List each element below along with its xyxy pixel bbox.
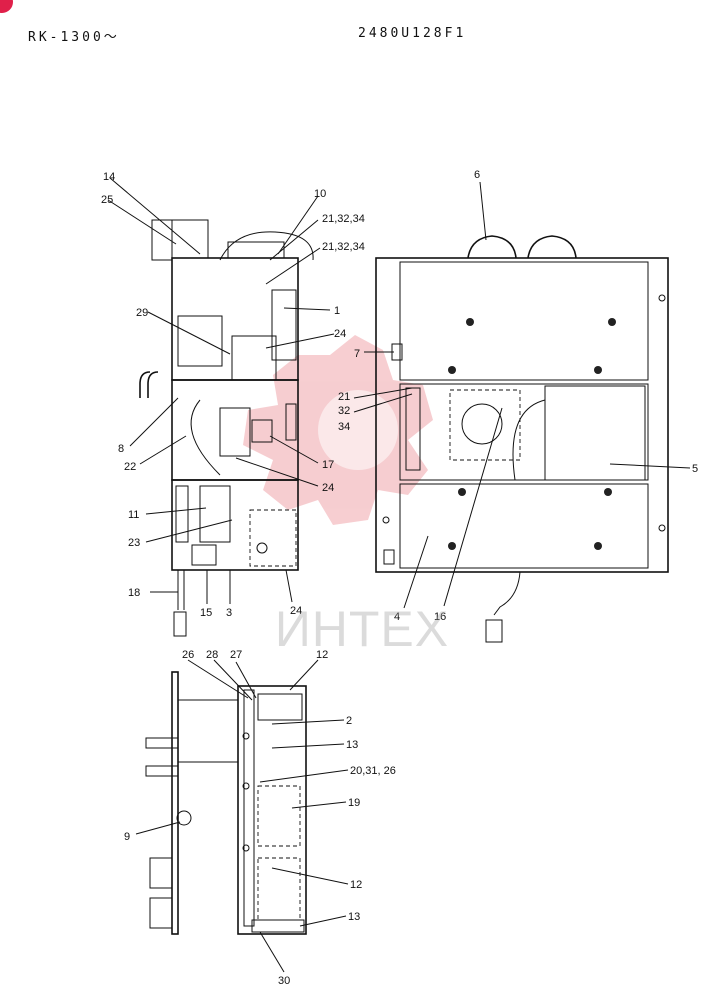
top-view: [145, 671, 307, 935]
callout-24-upper: 24: [334, 328, 346, 340]
callout-4: 4: [394, 611, 400, 623]
callout-3: 3: [226, 607, 232, 619]
callout-21-32-34-upper: 21,32,34: [322, 213, 365, 225]
callout-19: 19: [348, 797, 360, 809]
callout-24-middle: 24: [322, 482, 334, 494]
callout-21: 21: [338, 391, 350, 403]
callout-1: 1: [334, 305, 340, 317]
callout-29: 29: [136, 307, 148, 319]
callout-34: 34: [338, 421, 350, 433]
callout-26: 26: [182, 649, 194, 661]
callout-21-32-34-lower: 21,32,34: [322, 241, 365, 253]
callout-25: 25: [101, 194, 113, 206]
callout-27: 27: [230, 649, 242, 661]
callout-18: 18: [128, 587, 140, 599]
callout-14: 14: [103, 171, 115, 183]
callout-32: 32: [338, 405, 350, 417]
watermark-text: ИНТЕХ: [274, 601, 450, 657]
callout-11: 11: [128, 509, 139, 521]
callout-9: 9: [124, 831, 130, 843]
callout-15: 15: [200, 607, 212, 619]
callout-24-lower: 24: [290, 605, 302, 617]
front-view: [375, 235, 669, 643]
callout-20-31-26: 20,31, 26: [350, 765, 396, 777]
callout-16: 16: [434, 611, 446, 623]
left-side-view: [139, 219, 314, 637]
callout-10: 10: [314, 188, 326, 200]
leader-lines: [107, 177, 691, 973]
callout-5: 5: [692, 463, 698, 475]
callout-13-lower: 13: [348, 911, 360, 923]
callout-30: 30: [278, 975, 290, 987]
callout-8: 8: [118, 443, 124, 455]
corner-badge: [0, 0, 13, 13]
document-number: 2480U128F1: [358, 26, 467, 41]
callout-12-upper: 12: [316, 649, 328, 661]
watermark-logo: [243, 335, 433, 525]
callout-6: 6: [474, 169, 480, 181]
callout-labels: 14 25 10 21,32,34 21,32,34 1 29 24 8 22 …: [101, 169, 698, 987]
callout-22: 22: [124, 461, 136, 473]
model-label: RK-1300～: [28, 30, 120, 45]
callout-23: 23: [128, 537, 140, 549]
callout-28: 28: [206, 649, 218, 661]
callout-7: 7: [354, 348, 360, 360]
callout-12-lower: 12: [350, 879, 362, 891]
callout-17: 17: [322, 459, 334, 471]
callout-2: 2: [346, 715, 352, 727]
callout-13-upper: 13: [346, 739, 358, 751]
